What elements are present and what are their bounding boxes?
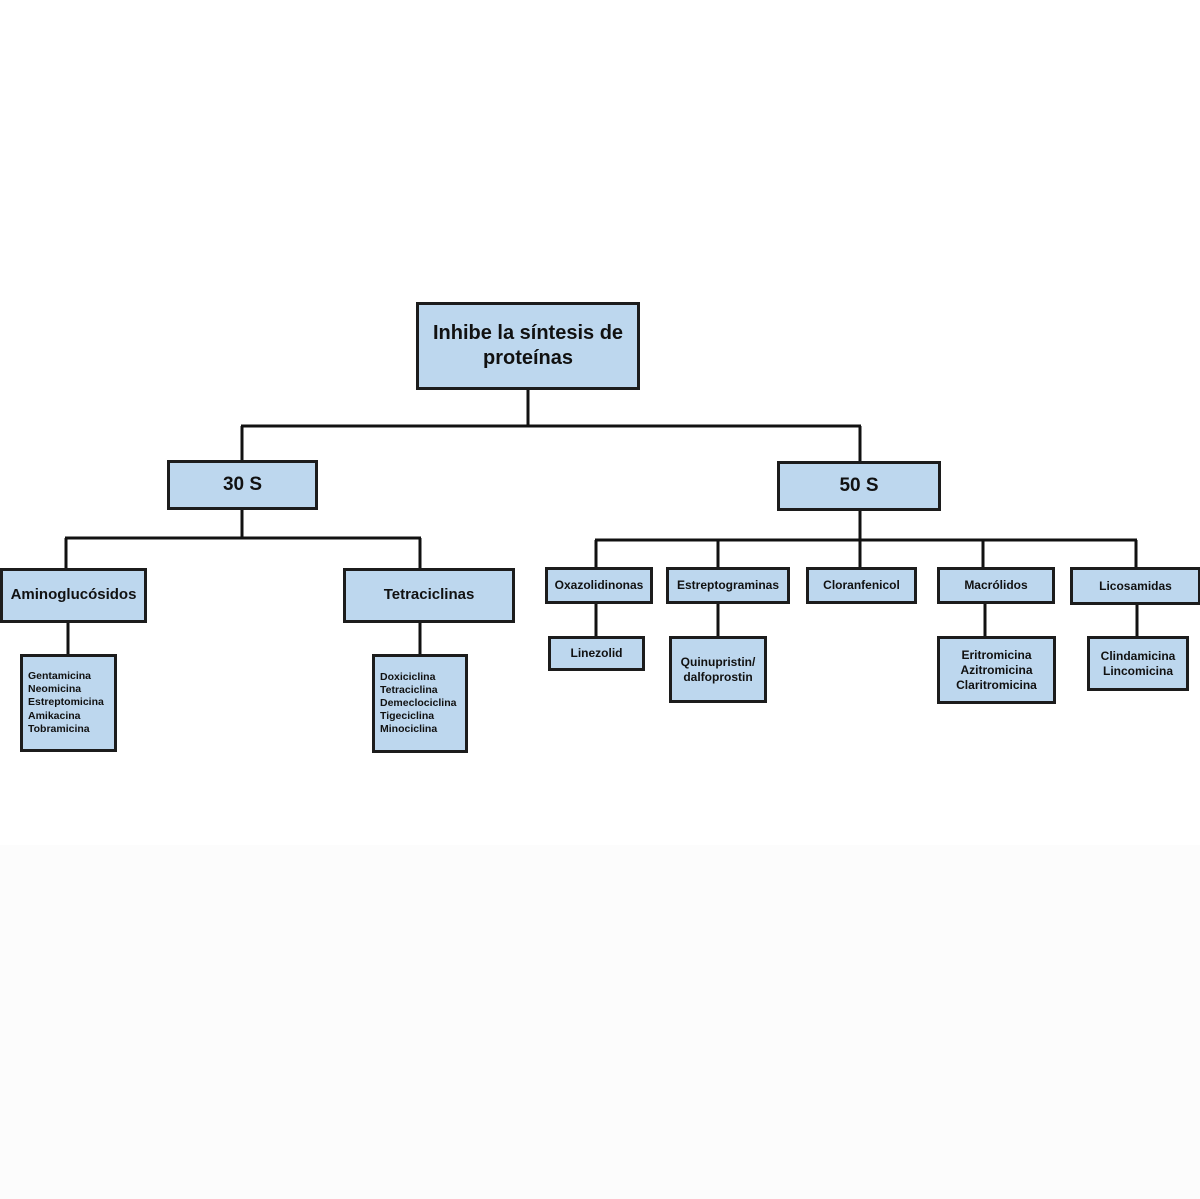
class-aminoglucosidos-node: Aminoglucósidos: [0, 568, 147, 623]
background-top: [0, 0, 1200, 165]
drug-item: Neomicina: [28, 683, 82, 696]
root-label-line2: proteínas: [482, 347, 574, 369]
oxazolidinonas-drug-list: Linezolid: [548, 636, 645, 671]
drug-item: Tetraciclina: [380, 683, 438, 696]
root-label-line1: Inhibe la síntesis de: [432, 322, 624, 344]
drug-item: Doxiciclina: [380, 670, 436, 683]
drug-item: Claritromicina: [956, 677, 1037, 692]
estreptograminas-drug-list: Quinupristin/ dalfoprostin: [669, 636, 767, 703]
subunit-50s-node: 50 S: [777, 461, 941, 511]
drug-item: Minociclina: [380, 723, 438, 736]
subunit-30s-label: 30 S: [222, 474, 263, 496]
licosamidas-drug-list: Clindamicina Lincomicina: [1087, 636, 1189, 691]
class-cloranfenicol-label: Cloranfenicol: [823, 578, 900, 592]
drug-item: Tobramicina: [28, 722, 90, 735]
drug-item: Clindamicina: [1100, 648, 1176, 663]
drug-item: Estreptomicina: [28, 696, 104, 709]
class-estreptograminas-node: Estreptograminas: [666, 567, 790, 604]
root-node: Inhibe la síntesis de proteínas: [416, 302, 640, 390]
drug-item: Eritromicina: [961, 647, 1032, 662]
drug-item: Azitromicina: [960, 662, 1033, 677]
class-tetraciclinas-label: Tetraciclinas: [383, 586, 475, 604]
class-macrolidos-node: Macrólidos: [937, 567, 1055, 604]
class-tetraciclinas-node: Tetraciclinas: [343, 568, 515, 623]
drug-item: Gentamicina: [28, 670, 92, 683]
root-node-text: Inhibe la síntesis de proteínas: [433, 321, 623, 371]
drug-item: Linezolid: [570, 646, 623, 660]
drug-item: Amikacina: [28, 709, 81, 722]
class-macrolidos-label: Macrólidos: [964, 578, 1028, 592]
drug-item: dalfoprostin: [683, 669, 753, 684]
drug-item: Lincomicina: [1102, 663, 1173, 678]
subunit-50s-label: 50 S: [839, 475, 879, 497]
tetraciclinas-drug-list: Doxiciclina Tetraciclina Demeclociclina …: [372, 654, 468, 753]
class-oxazolidinonas-label: Oxazolidinonas: [554, 578, 644, 592]
class-estreptograminas-label: Estreptograminas: [676, 578, 780, 592]
aminoglucosidos-drug-list: Gentamicina Neomicina Estreptomicina Ami…: [20, 654, 117, 752]
background-bottom: [0, 845, 1200, 1199]
class-oxazolidinonas-node: Oxazolidinonas: [545, 567, 653, 604]
class-licosamidas-node: Licosamidas: [1070, 567, 1200, 605]
class-aminoglucosidos-label: Aminoglucósidos: [10, 586, 137, 604]
drug-item: Tigeciclina: [380, 710, 435, 723]
drug-item: Quinupristin/: [680, 654, 756, 669]
subunit-30s-node: 30 S: [167, 460, 318, 510]
class-licosamidas-label: Licosamidas: [1099, 578, 1172, 593]
class-cloranfenicol-node: Cloranfenicol: [806, 567, 917, 604]
drug-item: Demeclociclina: [380, 696, 457, 709]
macrolidos-drug-list: Eritromicina Azitromicina Claritromicina: [937, 636, 1056, 704]
